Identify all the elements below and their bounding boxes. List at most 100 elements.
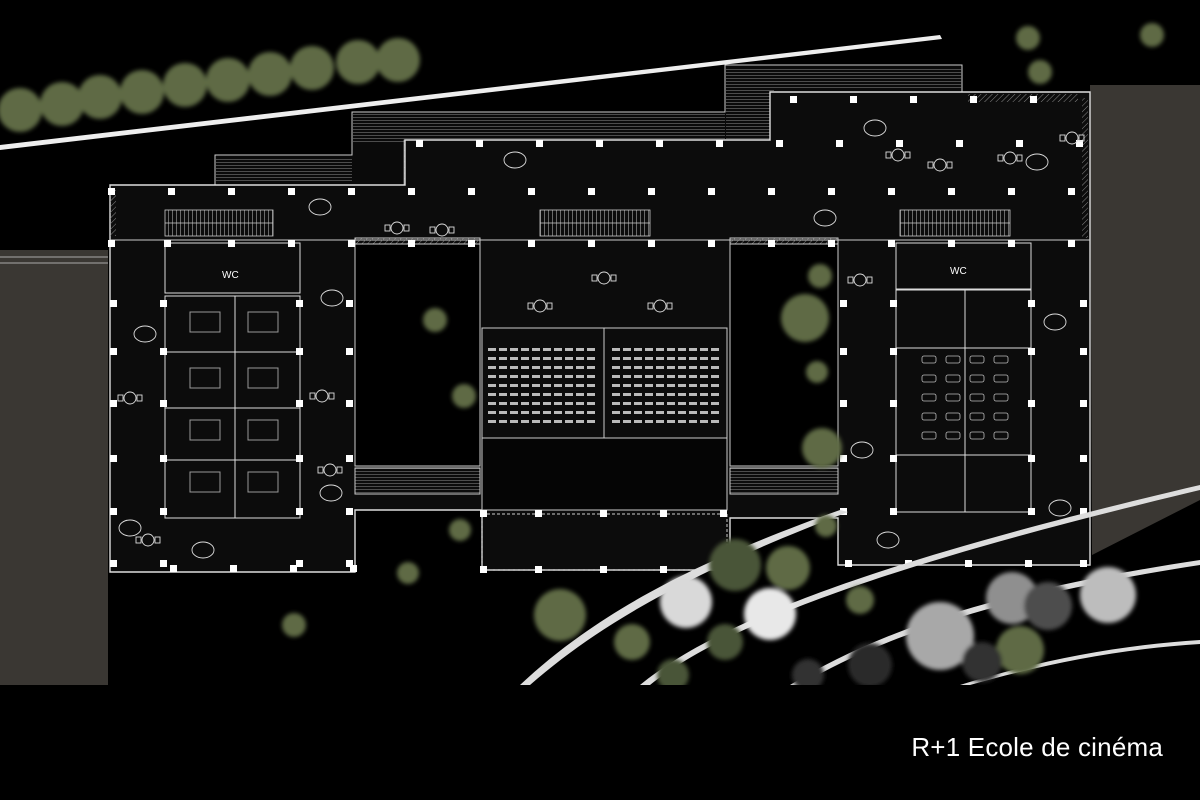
column [888,188,895,195]
column [160,300,167,307]
lounge-table [191,541,215,559]
column [228,188,235,195]
seat [499,357,507,360]
seat [678,384,686,387]
seat [510,393,518,396]
column [600,510,607,517]
table [945,355,961,364]
seat [565,402,573,405]
seat [543,420,551,423]
seat [521,375,529,378]
table [921,393,937,402]
seat [612,375,620,378]
chair [1016,154,1023,162]
lounge-table [118,519,142,537]
chair [136,394,143,402]
column [346,508,353,515]
seat [565,411,573,414]
lounge-table [320,289,344,307]
chair [117,394,124,402]
column [840,348,847,355]
seat [543,375,551,378]
seat [565,420,573,423]
seat [532,375,540,378]
column [888,240,895,247]
table [969,374,985,383]
seat [711,357,719,360]
lounge-set [315,389,329,403]
column [1080,300,1087,307]
chair [904,151,911,159]
seat [488,393,496,396]
column [716,140,723,147]
lounge-table [1043,313,1067,331]
lounge-table [503,151,527,169]
seat [521,357,529,360]
seat [623,357,631,360]
seat [521,348,529,351]
column [160,560,167,567]
lounge-set [533,299,547,313]
seat [623,393,631,396]
column [845,560,852,567]
column [110,508,117,515]
table [945,393,961,402]
neighbor-buildings [0,85,1200,685]
chair [997,154,1004,162]
column [890,508,897,515]
seat [543,393,551,396]
seat [634,384,642,387]
seat [678,393,686,396]
seat [634,393,642,396]
column [160,400,167,407]
seat [623,411,631,414]
seat [532,357,540,360]
seat [499,420,507,423]
column [296,455,303,462]
column [160,455,167,462]
chair [866,276,873,284]
column [536,140,543,147]
column [708,240,715,247]
column [596,140,603,147]
lounge-table [863,119,887,137]
column [160,508,167,515]
wc-right-label: WC [950,266,967,277]
seat [678,402,686,405]
seat [587,366,595,369]
seat [510,348,518,351]
seat [656,348,664,351]
seat [645,357,653,360]
column [965,560,972,567]
chair [946,161,953,169]
seat [689,348,697,351]
furniture [117,119,1085,559]
seat [587,393,595,396]
lounge-set [141,533,155,547]
stairs [164,209,1011,237]
seat [543,357,551,360]
seat [543,411,551,414]
chair [1059,134,1066,142]
column [168,188,175,195]
seat [576,393,584,396]
column [648,188,655,195]
column [290,565,297,572]
seat [645,348,653,351]
column [528,188,535,195]
seat [656,357,664,360]
column [660,510,667,517]
table [993,431,1009,440]
seat [689,393,697,396]
seat [488,402,496,405]
seat [499,384,507,387]
table [945,412,961,421]
seat [689,402,697,405]
seat [656,411,664,414]
column [1080,508,1087,515]
seat [576,384,584,387]
column [768,188,775,195]
lounge-table [1048,499,1072,517]
lounge-table [850,441,874,459]
column [708,188,715,195]
